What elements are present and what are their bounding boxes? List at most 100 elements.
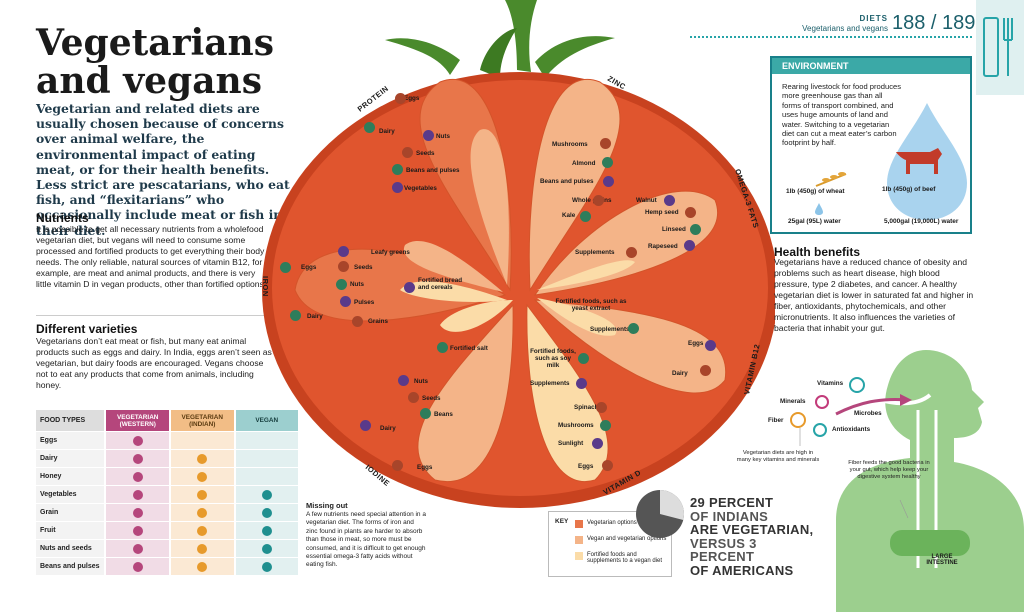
petal-protein-inner (470, 129, 509, 285)
petal-omega3 (533, 190, 718, 296)
food-icon (404, 282, 415, 293)
table-cell-w (106, 558, 169, 575)
key-heading: KEY (555, 518, 569, 525)
key-label-fortified: Fortified foods and supplements to a veg… (587, 552, 663, 564)
table-row: Eggs (36, 432, 299, 450)
table-cell-v (235, 522, 299, 539)
petal-vitd (526, 303, 609, 483)
table-cell-i (170, 522, 234, 539)
table-cell-v (235, 450, 299, 467)
label-iodine-nuts: Nuts (414, 378, 428, 385)
label-omega3-walnut: Walnut (636, 197, 657, 204)
table-cell-v (235, 504, 299, 521)
food-allowed-icon (132, 507, 143, 518)
key-item-vegan: Vegan and vegetarian options (575, 536, 666, 544)
tomato-diagram: PROTEIN ZINC OMEGA-3 FATS VITAMIN B12 VI… (261, 0, 775, 508)
food-icon (600, 138, 611, 149)
petal-iodine-fortified (440, 300, 513, 332)
food-icon (398, 375, 409, 386)
beef-label: 1lb (450g) of beef (882, 186, 936, 193)
label-vitd-sunlight: Sunlight (558, 440, 584, 447)
food-icon (364, 122, 375, 133)
food-allowed-icon (132, 489, 143, 500)
wheat-icon (815, 172, 847, 187)
food-icon (705, 340, 716, 351)
food-icon (392, 182, 403, 193)
label-iron-eggs: Eggs (301, 264, 317, 271)
environment-heading: ENVIRONMENT (772, 58, 970, 74)
food-icon (603, 176, 614, 187)
food-allowed-icon (261, 525, 272, 536)
table-cell-v (235, 486, 299, 503)
label-iron-grains: Grains (368, 318, 388, 325)
key-swatch-fortified (575, 552, 583, 560)
label-minerals: Minerals (780, 398, 806, 405)
table-cell-i (170, 432, 234, 449)
food-allowed-icon (261, 507, 272, 518)
stat-line-3: ARE VEGETARIAN, (690, 522, 814, 537)
food-icon (392, 164, 403, 175)
food-icon (576, 378, 587, 389)
stem-leaf-mid (480, 28, 517, 78)
food-icon (338, 261, 349, 272)
label-iron-seeds: Seeds (354, 264, 373, 271)
label-omega3-supplements: Supplements (575, 249, 615, 256)
label-vitamins: Vitamins (817, 380, 844, 387)
label-vitd-supplements: Supplements (530, 380, 570, 387)
label-b12-eggs: Eggs (688, 340, 704, 347)
food-allowed-icon (132, 453, 143, 464)
table-cell-food: Beans and pulses (36, 558, 105, 575)
label-protein-seeds: Seeds (416, 150, 435, 157)
food-icon (602, 157, 613, 168)
label-iodine-fortified-salt: Fortified salt (450, 345, 488, 352)
food-allowed-icon (197, 507, 208, 518)
table-cell-i (170, 540, 234, 557)
food-allowed-icon (197, 525, 208, 536)
nutrients-text: It is possible to get all necessary nutr… (36, 224, 267, 289)
food-allowed-icon (197, 543, 208, 554)
food-icon (578, 353, 589, 364)
table-row: Vegetables (36, 486, 299, 504)
petal-omega3-fortified (537, 260, 635, 290)
label-microbes: Microbes (854, 410, 882, 417)
food-icon (685, 207, 696, 218)
food-icon (626, 247, 637, 258)
food-icon (437, 342, 448, 353)
key-item-vegetarian: Vegetarian options (575, 520, 637, 528)
table-header-vegetarian-western: VEGETARIAN (WESTERN) (106, 410, 169, 431)
note-vitamins: Vegetarian diets are high in many key vi… (736, 450, 820, 464)
food-icon (684, 240, 695, 251)
food-allowed-icon (197, 453, 208, 464)
key-label-vegan: Vegan and vegetarian options (587, 536, 667, 542)
food-icon (402, 147, 413, 158)
label-zinc-beans: Beans and pulses (540, 178, 594, 185)
small-drop-icon (815, 203, 823, 215)
food-icon (290, 310, 301, 321)
environment-panel: ENVIRONMENT Rearing livestock for food p… (770, 56, 972, 234)
label-vitd-mushrooms: Mushrooms (558, 422, 594, 429)
table-row: Nuts and seeds (36, 540, 299, 558)
key-swatch-vegetarian (575, 520, 583, 528)
label-b12-fortified: Fortified foods, such as yeast extract (555, 298, 627, 312)
stat-line-1: 29 PERCENT (690, 495, 774, 510)
intestine-shape (890, 530, 970, 556)
petal-iron-inner (403, 241, 503, 292)
food-allowed-icon (132, 471, 143, 482)
food-allowed-icon (132, 525, 143, 536)
table-cell-i (170, 486, 234, 503)
food-types-table: FOOD TYPES VEGETARIAN (WESTERN) VEGETARI… (36, 410, 299, 576)
petal-b12-fortified (537, 298, 617, 336)
table-cell-w (106, 486, 169, 503)
stat-line-2: OF INDIANS (690, 508, 769, 524)
food-icon (420, 408, 431, 419)
table-cell-i (170, 558, 234, 575)
label-zinc-almond: Almond (572, 160, 596, 167)
beef-water: 5,000gal (19,000L) water (884, 218, 959, 225)
cow-icon (896, 148, 942, 174)
label-vitd-fortified: Fortified foods, such as soy milk (530, 348, 576, 369)
label-protein-dairy: Dairy (379, 128, 395, 135)
table-row: Beans and pulses (36, 558, 299, 576)
table-cell-food: Dairy (36, 450, 105, 467)
missing-text: A few nutrients need special attention i… (306, 511, 426, 569)
key-item-fortified: Fortified foods and supplements to a veg… (575, 552, 669, 564)
